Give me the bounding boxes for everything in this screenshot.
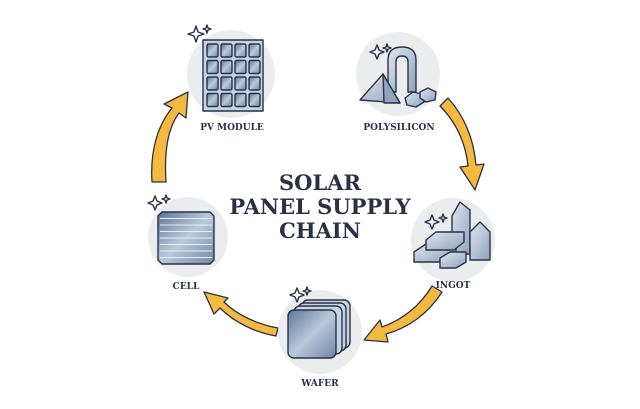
pv-cell bbox=[234, 59, 247, 75]
stage-label-polysilicon: POLYSILICON bbox=[363, 123, 434, 133]
pv-cell bbox=[234, 92, 247, 108]
pv-cell bbox=[220, 76, 233, 91]
sparkle-icon bbox=[424, 213, 448, 230]
pv-cell bbox=[220, 92, 233, 108]
pv-cell bbox=[206, 92, 219, 108]
arrow-wafer-to-cell bbox=[203, 291, 279, 337]
polysilicon-icon bbox=[359, 46, 437, 108]
stage-cell: CELL bbox=[147, 194, 228, 292]
arrow-ingot-to-wafer bbox=[363, 285, 443, 343]
pv-cell bbox=[206, 43, 219, 58]
stage-label-pv-module: PV MODULE bbox=[200, 123, 264, 133]
stage-label-ingot: INGOT bbox=[436, 281, 471, 291]
pv-cell bbox=[206, 76, 219, 91]
stage-wafer: WAFER bbox=[278, 286, 362, 389]
title-line-1: SOLAR bbox=[279, 170, 362, 195]
pv-cell bbox=[248, 43, 261, 58]
stage-ingot: INGOT bbox=[411, 198, 495, 291]
stage-label-cell: CELL bbox=[173, 282, 200, 292]
sparkle-icon bbox=[187, 24, 212, 43]
stage-pv-module: PV MODULE bbox=[187, 24, 275, 133]
pv-cell bbox=[234, 76, 247, 91]
pv-cell bbox=[220, 43, 233, 58]
ingot-icon bbox=[413, 201, 491, 269]
pv-cell bbox=[220, 59, 233, 75]
arrow-cell-to-module bbox=[151, 91, 189, 183]
pv-cell bbox=[248, 92, 261, 108]
stage-label-wafer: WAFER bbox=[300, 379, 339, 389]
stage-polysilicon: POLYSILICON bbox=[356, 32, 440, 133]
title-line-2: PANEL SUPPLY bbox=[229, 194, 411, 219]
pv-cell bbox=[234, 43, 247, 58]
wafer-icon bbox=[287, 299, 351, 359]
title-line-3: CHAIN bbox=[279, 218, 361, 243]
pv-cell bbox=[248, 59, 261, 75]
pv-cell bbox=[248, 76, 261, 91]
pv-cell bbox=[206, 59, 219, 75]
sparkle-icon bbox=[147, 194, 171, 211]
sparkle-icon bbox=[289, 286, 312, 303]
arrow-polysilicon-to-ingot bbox=[439, 97, 485, 191]
sparkle-icon bbox=[369, 43, 392, 60]
